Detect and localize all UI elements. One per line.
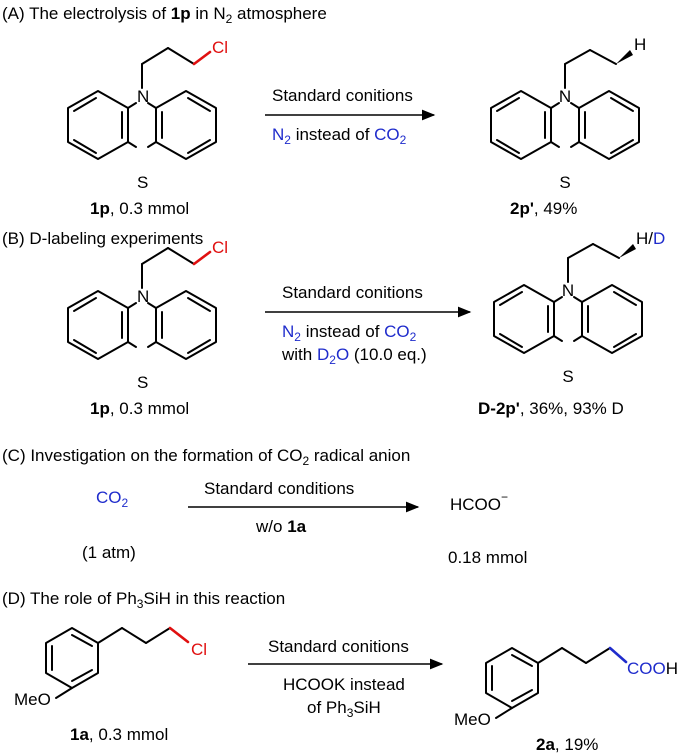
arrow-c-top: Standard conditions [204,479,354,498]
atom-n: N [137,87,149,106]
atom-s: S [562,367,573,386]
molecule-d-2p-prime: N S H/D [493,229,665,386]
atom-h-d: H/D [636,229,665,248]
label-2a: 2a, 19% [536,735,598,754]
section-b-title: (B) D-labeling experiments [2,229,203,248]
atom-s: S [137,173,148,192]
section-d-title: (D) The role of Ph3SiH in this reaction [2,589,285,611]
atom-meo: MeO [454,710,491,729]
atom-cooh: COOH [627,659,678,678]
atom-h: H [634,35,646,54]
reagent-note: (1 atm) [82,543,136,562]
section-a-title: (A) The electrolysis of 1p in N2 atmosph… [2,4,327,26]
arrow-c-bottom: w/o 1a [255,517,307,536]
label-1p-b: 1p, 0.3 mmol [90,399,189,418]
atom-cl: Cl [212,38,228,57]
atom-meo: MeO [14,690,51,709]
arrow-d-top: Standard conitions [268,637,409,656]
atom-n: N [137,287,149,306]
product-amount: 0.18 mmol [448,548,527,567]
label-1a: 1a, 0.3 mmol [70,725,168,744]
molecule-1a: Cl MeO [14,626,207,709]
molecule-2p-prime: N S H [490,35,646,192]
arrow-a-bottom: N2 instead of CO2 [272,125,407,147]
atom-n: N [559,87,571,106]
atom-s: S [559,173,570,192]
arrow-b-line3: with D2O (10.0 eq.) [281,345,427,367]
molecule-1p-b: N S Cl [67,238,228,392]
arrow-b-line2: N2 instead of CO2 [282,322,417,344]
label-2p-prime-text: 2p', 49% [510,199,577,218]
label-1p-a: 1p, 0.3 mmol [90,199,189,218]
reagent-co2: CO2 [96,488,129,510]
atom-s: S [137,373,148,392]
arrow-b-top: Standard conitions [282,283,423,302]
product-formate: HCOO− [450,490,508,514]
label-d-2p-prime: D-2p', 36%, 93% D [478,399,624,418]
molecule-2a: COOH MeO [454,646,678,729]
molecule-1p-a: N S Cl [67,38,228,192]
arrow-a-top: Standard conitions [272,86,413,105]
section-c-title: (C) Investigation on the formation of CO… [2,446,410,468]
atom-n: N [562,281,574,300]
arrow-d-line3: of Ph3SiH [307,698,381,720]
atom-cl: Cl [212,238,228,257]
atom-cl: Cl [191,640,207,659]
arrow-d-line2: HCOOK instead [283,675,405,694]
